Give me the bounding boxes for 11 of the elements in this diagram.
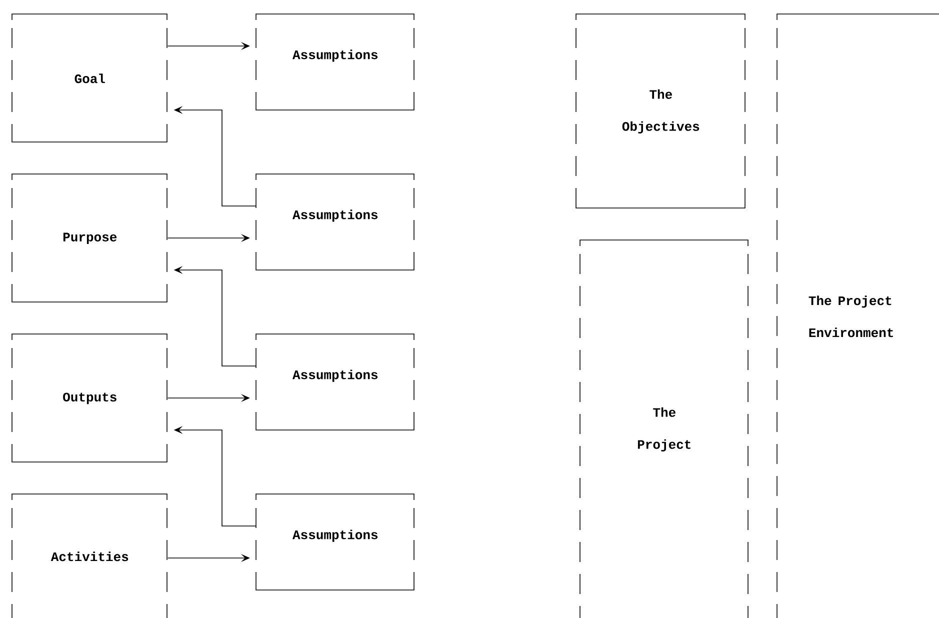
box: The Project Environment xyxy=(776,14,939,618)
box: Activities xyxy=(12,494,168,618)
box: Assumptions xyxy=(256,334,414,430)
box: The Objectives xyxy=(576,14,746,208)
box: Goal xyxy=(12,14,168,142)
box: Purpose xyxy=(12,174,168,302)
box: Assumptions xyxy=(256,174,414,270)
box: Outputs xyxy=(12,334,168,462)
box: Assumptions xyxy=(256,14,414,110)
box: The Project xyxy=(580,240,748,618)
box: Assumptions xyxy=(256,494,414,590)
